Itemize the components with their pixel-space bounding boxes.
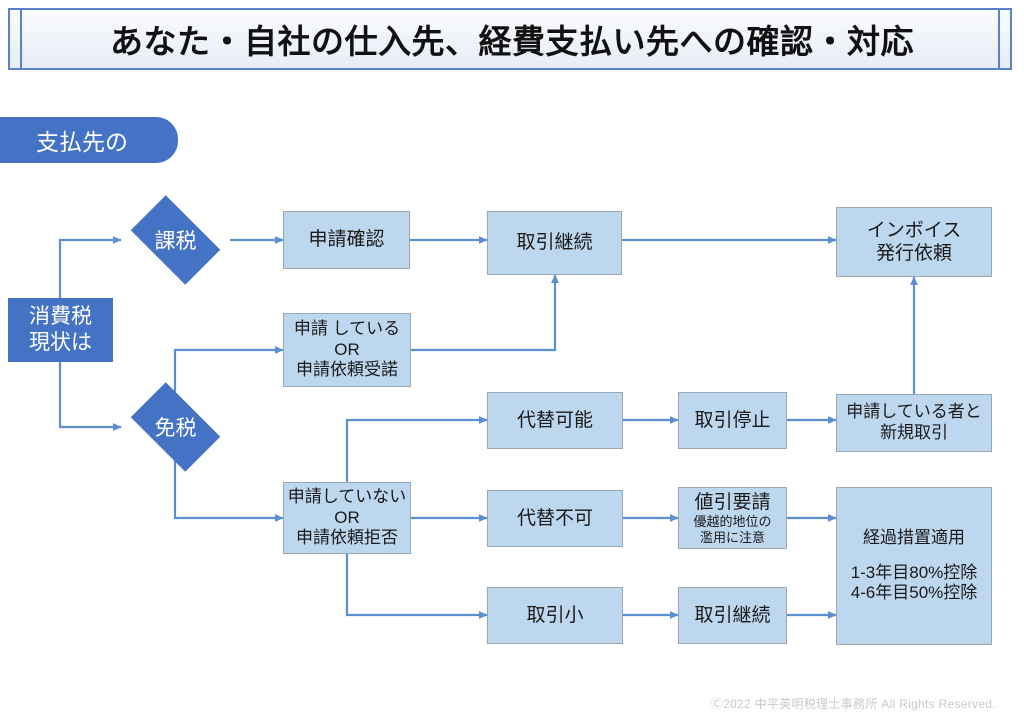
node-discount-request-sub2: 濫用に注意 [699,529,765,545]
node-halt-trade: 取引停止 [678,392,787,449]
node-start-line2: 現状は [29,331,92,354]
node-transitional-measure: 経過措置適用 1-3年目80%控除 4-6年目50%控除 [836,487,992,645]
node-invoice-request-line2: 発行依頼 [875,243,952,264]
node-applied-or-accepted: 申請 している OR 申請依頼受諾 [283,313,411,387]
node-continue-trade-bottom-label: 取引継続 [694,604,771,626]
node-small-trade-label: 取引小 [526,604,584,626]
node-start-consumption-tax: 消費税 現状は [8,298,113,362]
decision-taxable-label: 課税 [154,230,197,253]
node-discount-request-sub1: 優越的地位の [693,513,772,529]
node-halt-trade-label: 取引停止 [694,409,771,431]
node-transitional-measure-line2: 1-3年目80%控除 [850,562,978,582]
node-new-trade-line2: 新規取引 [880,423,948,442]
decision-exempt-label: 免税 [154,417,197,440]
node-new-trade-line1: 申請している者と [846,402,982,422]
decision-taxable: 課税 [121,195,230,285]
node-substitute-possible-label: 代替可能 [516,409,593,431]
flowchart-diagram: 消費税 現状は 課税 免税 申請確認 取引継続 インボイス 発行依頼 申請 して… [8,195,992,645]
node-not-applied-or-refused-line3: 申請依頼拒否 [296,528,398,548]
node-small-trade: 取引小 [487,587,623,644]
node-not-applied-or-refused-line2: OR [334,507,360,527]
node-transitional-measure-line1: 経過措置適用 [863,527,965,547]
page-title: あなた・自社の仕入先、経費支払い先への確認・対応 [110,23,914,60]
title-banner: あなた・自社の仕入先、経費支払い先への確認・対応 [8,8,1012,70]
node-discount-request-line1: 値引要請 [694,491,771,513]
section-badge: 支払先の [0,117,178,163]
connector-lines [58,236,918,619]
node-not-applied-or-refused-line1: 申請していない [287,486,407,506]
node-discount-request: 値引要請 優越的地位の 濫用に注意 [678,487,787,549]
node-applied-or-accepted-line1: 申請 している [293,318,401,338]
node-substitute-impossible-label: 代替不可 [516,507,593,529]
node-invoice-request: インボイス 発行依頼 [836,207,992,277]
copyright-footer: Ⓒ2022 中平英明税理士事務所 All Rights Reserved. [710,697,996,711]
node-not-applied-or-refused: 申請していない OR 申請依頼拒否 [283,482,411,554]
node-transitional-measure-line3: 4-6年目50%控除 [850,583,978,603]
node-new-trade-with-registered: 申請している者と 新規取引 [836,394,992,452]
node-substitute-impossible: 代替不可 [487,490,623,547]
node-continue-trade-top: 取引継続 [487,211,622,275]
title-left-rule [20,8,22,70]
node-continue-trade-bottom: 取引継続 [678,587,787,644]
node-start-line1: 消費税 [29,305,92,329]
node-invoice-request-line1: インボイス [866,219,962,241]
node-apply-check-label: 申請確認 [308,229,385,251]
node-substitute-possible: 代替可能 [487,392,623,449]
node-applied-or-accepted-line2: OR [334,339,360,359]
title-right-rule [998,8,1000,70]
node-continue-trade-top-label: 取引継続 [516,232,593,254]
section-badge-label: 支払先の [36,129,128,155]
node-apply-check: 申請確認 [283,211,410,269]
decision-exempt: 免税 [121,382,230,472]
node-applied-or-accepted-line3: 申請依頼受諾 [296,360,398,380]
